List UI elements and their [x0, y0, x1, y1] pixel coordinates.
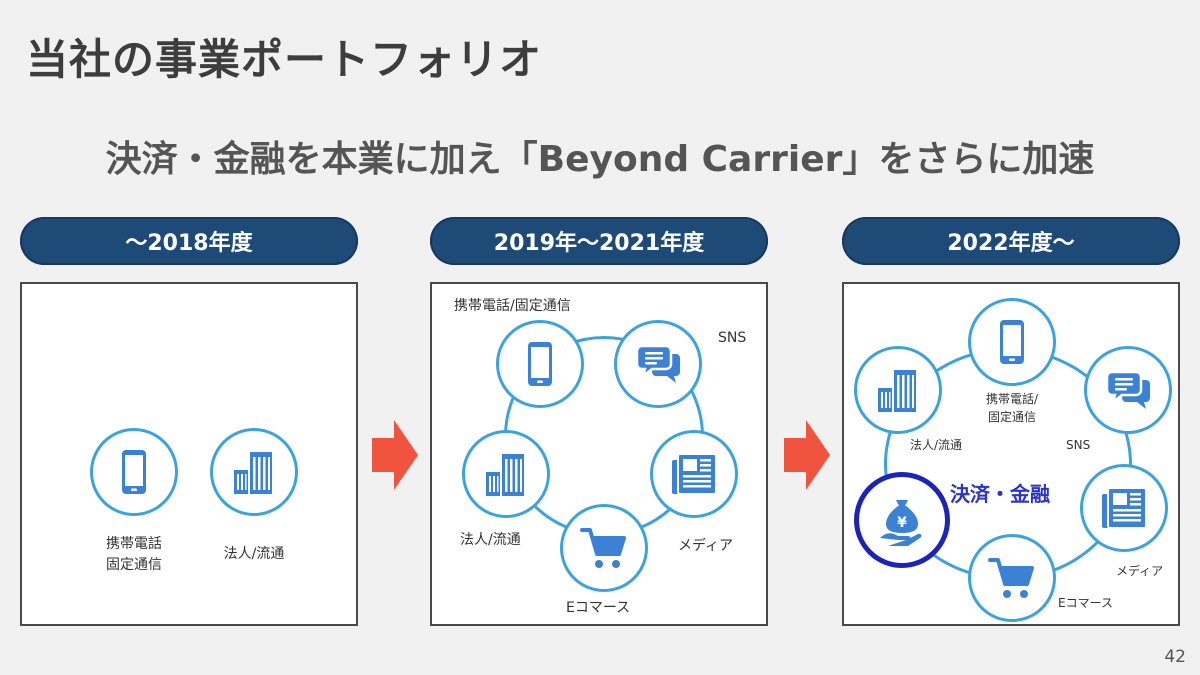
- corporate-circle: [210, 428, 298, 516]
- panel-2019-2021: 携帯電話/固定通信 SNS 法人/流通 メディア Eコマース: [430, 282, 768, 626]
- smartphone-icon: [986, 316, 1038, 368]
- mobile-label-line1: 携帯電話: [106, 536, 162, 552]
- ecommerce-label: Eコマース: [566, 600, 631, 616]
- mobile-label-line2: 固定通信: [987, 410, 1036, 424]
- mobile-label-line2: 固定通信: [106, 557, 162, 573]
- chat-bubbles-icon: [632, 338, 684, 390]
- page-number: 42: [1164, 647, 1186, 667]
- ecommerce-label: Eコマース: [1058, 596, 1113, 610]
- chat-bubbles-icon: [1102, 364, 1154, 416]
- newspaper-icon: [668, 448, 720, 500]
- media-circle: [1080, 464, 1168, 552]
- sns-label: SNS: [718, 330, 747, 346]
- smartphone-icon: [108, 446, 160, 498]
- right-arrow-icon: [784, 420, 830, 490]
- mobile-label-line1: 携帯電話/: [985, 392, 1039, 406]
- mobile-label: 携帯電話/ 固定通信: [964, 390, 1060, 426]
- finance-label: 決済・金融: [950, 482, 1050, 506]
- period-pill-2019-2021: 2019年〜2021年度: [430, 217, 768, 265]
- media-label: メディア: [1116, 564, 1164, 578]
- newspaper-icon: [1098, 482, 1150, 534]
- panel-2022: 携帯電話/ 固定通信 法人/流通 SNS 決済・金融 メディア Eコマース: [842, 282, 1180, 626]
- slide-subtitle: 決済・金融を本業に加え「Beyond Carrier」をさらに加速: [105, 139, 1095, 180]
- buildings-icon: [480, 448, 532, 500]
- ecommerce-circle: [560, 504, 648, 592]
- buildings-icon: [872, 364, 924, 416]
- mobile-circle: [496, 320, 584, 408]
- corporate-circle: [462, 430, 550, 518]
- panel-2018: 携帯電話 固定通信 法人/流通: [20, 282, 358, 626]
- period-pill-2022: 2022年度〜: [842, 217, 1180, 265]
- corporate-label: 法人/流通: [460, 532, 521, 548]
- mobile-label: 携帯電話/固定通信: [454, 298, 571, 314]
- shopping-cart-icon: [578, 522, 630, 574]
- media-label: メディア: [678, 538, 734, 554]
- sns-circle: [1084, 346, 1172, 434]
- sns-circle: [614, 320, 702, 408]
- shopping-cart-icon: [986, 552, 1038, 604]
- sns-label: SNS: [1066, 438, 1091, 452]
- yen-bag-hand-icon: [876, 494, 928, 546]
- mobile-circle: [90, 428, 178, 516]
- buildings-icon: [228, 446, 280, 498]
- ecommerce-circle: [968, 534, 1056, 622]
- corporate-label: 法人/流通: [223, 546, 285, 562]
- media-circle: [650, 430, 738, 518]
- corporate-label: 法人/流通: [910, 438, 963, 452]
- smartphone-icon: [514, 338, 566, 390]
- period-pill-2018: 〜2018年度: [20, 217, 358, 265]
- mobile-label: 携帯電話 固定通信: [92, 534, 176, 576]
- corporate-circle: [854, 346, 942, 434]
- mobile-circle: [968, 298, 1056, 386]
- right-arrow-icon: [372, 420, 418, 490]
- finance-circle: [854, 472, 950, 568]
- slide-title: 当社の事業ポートフォリオ: [26, 35, 543, 84]
